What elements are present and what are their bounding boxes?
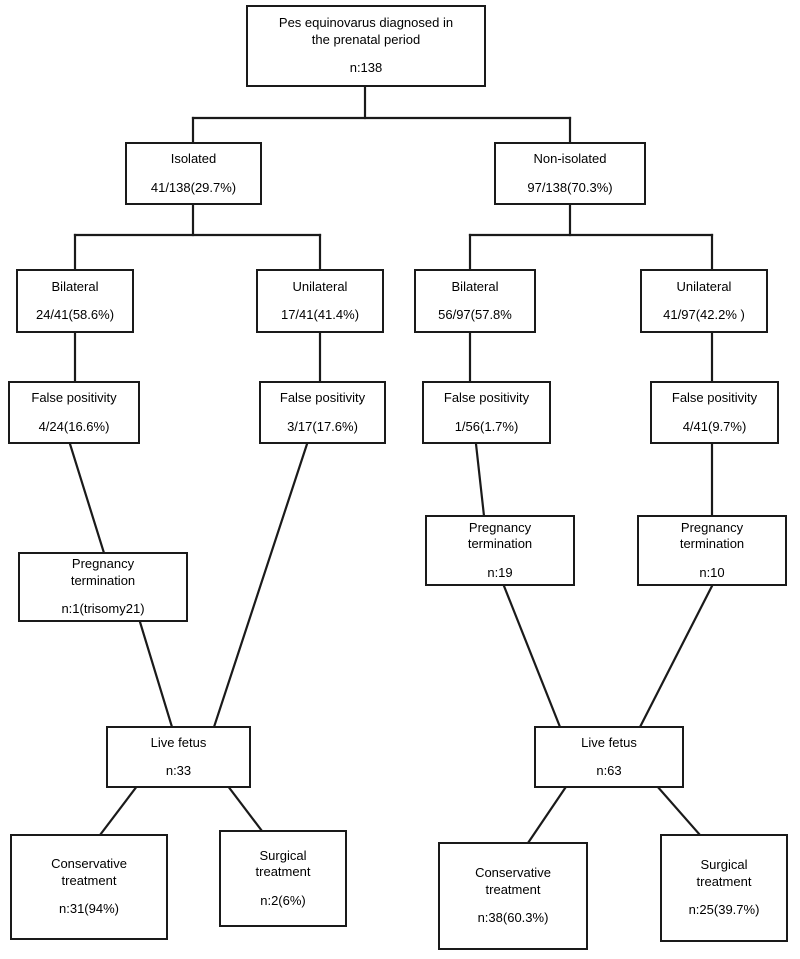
node-false-positivity-non-isolated-bilateral-stat: 1/56(1.7%): [454, 418, 519, 434]
node-conservative-treatment-isolated-title-line1: Conservative: [51, 856, 127, 872]
node-conservative-treatment-non-isolated[interactable]: Conservative treatment n:38(60.3%): [438, 842, 588, 950]
node-conservative-treatment-non-isolated-title-line2: treatment: [485, 881, 541, 897]
node-isolated-unilateral-title: Unilateral: [292, 278, 348, 294]
node-termination-isolated-title-line1: Pregnancy: [71, 556, 135, 572]
connector-terminationiso-to-livefetus: [138, 620, 174, 729]
connector-terminationnonunilateral-to-livefetus: [638, 584, 714, 729]
node-surgical-treatment-isolated[interactable]: Surgical treatment n:2(6%): [219, 830, 347, 927]
node-live-fetus-non-isolated-stat: n:63: [596, 763, 622, 779]
connector-fpisobilateral-to-termination: [68, 442, 106, 555]
node-live-fetus-non-isolated[interactable]: Live fetus n:63: [534, 726, 684, 788]
node-isolated-bilateral-title: Bilateral: [51, 278, 99, 294]
node-false-positivity-isolated-bilateral-stat: 4/24(16.6%): [38, 418, 110, 434]
node-isolated-title: Isolated: [170, 151, 217, 167]
node-root-title-line1: Pes equinovarus diagnosed in: [278, 15, 454, 31]
node-termination-non-isolated-bilateral[interactable]: Pregnancy termination n:19: [425, 515, 575, 586]
node-root-stat: n:138: [349, 60, 383, 76]
node-surgical-treatment-isolated-stat: n:2(6%): [260, 892, 306, 908]
node-non-isolated-unilateral-stat: 41/97(42.2% ): [663, 307, 745, 323]
node-root[interactable]: Pes equinovarus diagnosed in the prenata…: [246, 5, 486, 87]
node-non-isolated-unilateral-title: Unilateral: [676, 278, 732, 294]
node-termination-non-isolated-unilateral-title-line2: termination: [679, 536, 745, 552]
node-false-positivity-isolated-unilateral[interactable]: False positivity 3/17(17.6%): [259, 381, 386, 444]
node-non-isolated-stat: 97/138(70.3%): [527, 179, 613, 195]
node-live-fetus-non-isolated-title: Live fetus: [581, 734, 637, 750]
node-isolated-unilateral-stat: 17/41(41.4%): [280, 307, 360, 323]
node-isolated[interactable]: Isolated 41/138(29.7%): [125, 142, 262, 205]
node-false-positivity-non-isolated-bilateral-title: False positivity: [443, 390, 530, 406]
node-false-positivity-non-isolated-unilateral-title: False positivity: [671, 390, 758, 406]
node-conservative-treatment-non-isolated-title-line1: Conservative: [475, 865, 551, 881]
node-false-positivity-non-isolated-unilateral-stat: 4/41(9.7%): [682, 418, 747, 434]
node-conservative-treatment-isolated-stat: n:31(94%): [59, 901, 119, 917]
node-live-fetus-isolated-stat: n:33: [165, 763, 192, 779]
node-false-positivity-isolated-unilateral-stat: 3/17(17.6%): [287, 418, 358, 434]
connector-fpnonbilateral-to-termination: [474, 442, 486, 518]
node-false-positivity-isolated-unilateral-title: False positivity: [279, 390, 366, 406]
node-termination-non-isolated-unilateral-title-line1: Pregnancy: [680, 519, 744, 535]
node-surgical-treatment-non-isolated-stat: n:25(39.7%): [688, 902, 760, 918]
node-conservative-treatment-isolated[interactable]: Conservative treatment n:31(94%): [10, 834, 168, 940]
node-isolated-bilateral-stat: 24/41(58.6%): [35, 307, 115, 323]
node-termination-non-isolated-unilateral-stat: n:10: [699, 564, 725, 580]
node-isolated-unilateral[interactable]: Unilateral 17/41(41.4%): [256, 269, 384, 333]
node-termination-non-isolated-unilateral[interactable]: Pregnancy termination n:10: [637, 515, 787, 586]
node-termination-isolated-title-line2: termination: [70, 572, 136, 588]
node-live-fetus-isolated[interactable]: Live fetus n:33: [106, 726, 251, 788]
node-root-title-line2: the prenatal period: [311, 31, 421, 47]
node-termination-non-isolated-bilateral-title-line2: termination: [467, 536, 533, 552]
node-surgical-treatment-non-isolated[interactable]: Surgical treatment n:25(39.7%): [660, 834, 788, 942]
node-termination-non-isolated-bilateral-title-line1: Pregnancy: [468, 519, 532, 535]
node-non-isolated-bilateral-stat: 56/97(57.8%: [438, 307, 512, 323]
node-non-isolated-unilateral[interactable]: Unilateral 41/97(42.2% ): [640, 269, 768, 333]
node-false-positivity-non-isolated-bilateral[interactable]: False positivity 1/56(1.7%): [422, 381, 551, 444]
connector-fpisounilateral-to-livefetus: [212, 442, 309, 729]
node-non-isolated-bilateral-title: Bilateral: [451, 278, 499, 294]
node-surgical-treatment-non-isolated-title-line2: treatment: [696, 873, 752, 889]
node-false-positivity-isolated-bilateral[interactable]: False positivity 4/24(16.6%): [8, 381, 140, 444]
node-false-positivity-isolated-bilateral-title: False positivity: [31, 390, 117, 406]
node-termination-isolated[interactable]: Pregnancy termination n:1(trisomy21): [18, 552, 188, 622]
node-conservative-treatment-non-isolated-stat: n:38(60.3%): [477, 910, 549, 926]
node-surgical-treatment-isolated-title-line1: Surgical: [259, 847, 307, 863]
node-false-positivity-non-isolated-unilateral[interactable]: False positivity 4/41(9.7%): [650, 381, 779, 444]
node-conservative-treatment-isolated-title-line2: treatment: [61, 872, 117, 888]
connector-terminationnonbilateral-to-livefetus: [502, 584, 562, 729]
node-termination-non-isolated-bilateral-stat: n:19: [487, 564, 513, 580]
node-isolated-bilateral[interactable]: Bilateral 24/41(58.6%): [16, 269, 134, 333]
node-surgical-treatment-non-isolated-title-line1: Surgical: [700, 857, 748, 873]
node-non-isolated-bilateral[interactable]: Bilateral 56/97(57.8%: [414, 269, 536, 333]
node-non-isolated[interactable]: Non-isolated 97/138(70.3%): [494, 142, 646, 205]
node-surgical-treatment-isolated-title-line2: treatment: [255, 864, 311, 880]
node-non-isolated-title: Non-isolated: [533, 151, 607, 167]
node-termination-isolated-stat: n:1(trisomy21): [61, 601, 145, 617]
node-live-fetus-isolated-title: Live fetus: [150, 734, 207, 750]
node-isolated-stat: 41/138(29.7%): [150, 179, 237, 195]
